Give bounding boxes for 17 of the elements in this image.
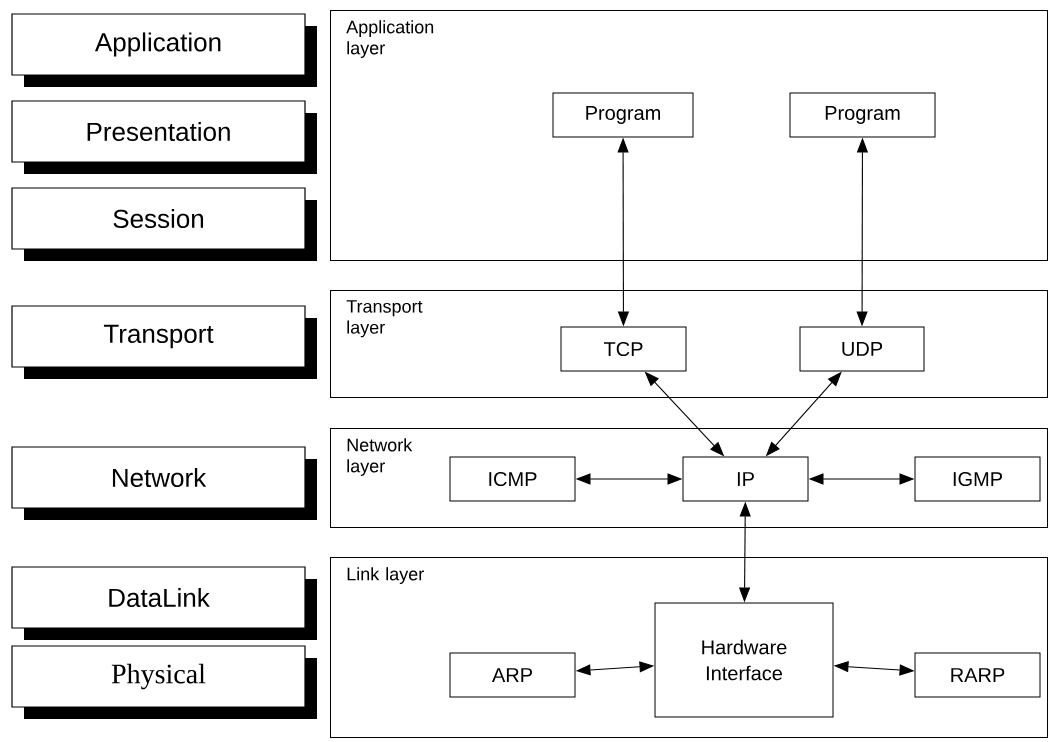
protocol-box: Program (552, 92, 694, 138)
protocol-box: IP (682, 456, 809, 502)
layer-box: Application (11, 13, 317, 87)
layer-box: Session (11, 187, 317, 261)
protocol-box: RARP (914, 652, 1041, 698)
protocol-box: Hardware Interface (654, 602, 834, 718)
protocol-box: TCP (560, 326, 687, 372)
protocol-box: UDP (799, 326, 925, 372)
layer-box: DataLink (11, 566, 317, 640)
layer-box: Network (11, 446, 317, 520)
protocol-box: ICMP (449, 456, 576, 502)
protocol-box: ARP (449, 652, 576, 698)
layer-box: Physical (11, 645, 317, 719)
protocol-box: IGMP (914, 456, 1041, 502)
protocol-box: Program (789, 92, 936, 138)
layer-box: Presentation (11, 100, 317, 174)
layer-box: Transport (11, 305, 317, 379)
